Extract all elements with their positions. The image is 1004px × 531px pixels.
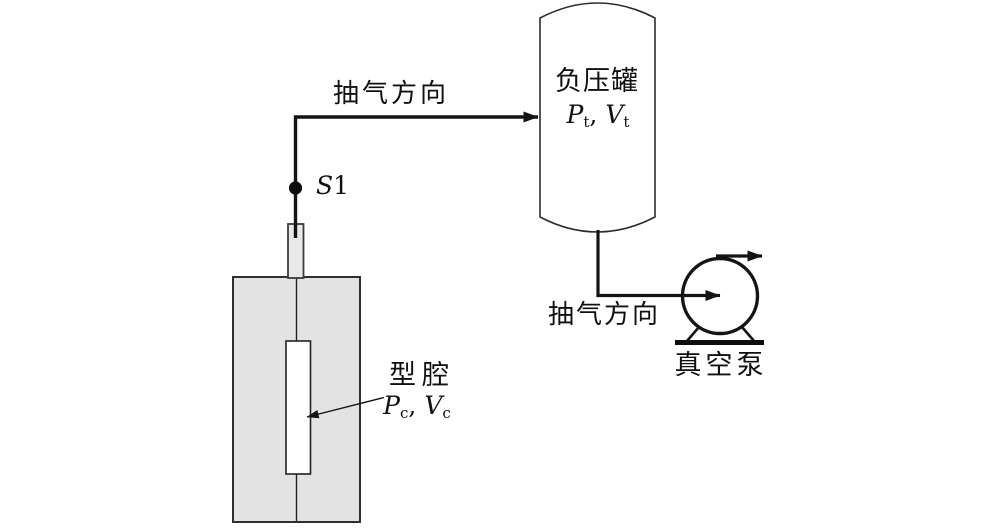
valve-number: 1 (333, 171, 350, 200)
tank-pressure-symbol: P (566, 100, 584, 129)
cavity-pressure-subscript: c (400, 404, 409, 423)
valve-s1-dot (288, 181, 303, 195)
cavity-name-label: 型腔 (389, 360, 455, 391)
cavity-rect (285, 340, 312, 475)
pump-name-label: 真空泵 (674, 350, 768, 381)
tank-volume-symbol: V (605, 100, 624, 129)
tank-name-label: 负压罐 (555, 66, 639, 97)
vacuum-tank-body (539, 2, 656, 233)
cavity-volume-subscript: c (442, 404, 451, 423)
valve-letter: S (316, 171, 334, 200)
cavity-pv-label: Pc,Vc (383, 391, 451, 423)
pipe-tank-to-pump (596, 230, 721, 301)
cavity-leader-arrow (306, 396, 385, 419)
tank-volume-subscript: t (623, 113, 630, 132)
valve-s1-label: S1 (316, 171, 350, 201)
tank-pv-separator: , (589, 100, 598, 129)
extraction-direction-top-label: 抽气方向 (332, 79, 450, 109)
pipe-mold-to-tank (293, 111, 539, 238)
extraction-direction-bottom-label: 抽气方向 (547, 300, 661, 330)
cavity-volume-symbol: V (424, 391, 443, 420)
tank-pressure-subscript: t (583, 113, 590, 132)
tank-pv-label: Pt,Vt (566, 100, 630, 132)
cavity-pressure-symbol: P (383, 391, 400, 420)
cavity-pv-separator: , (408, 391, 417, 420)
